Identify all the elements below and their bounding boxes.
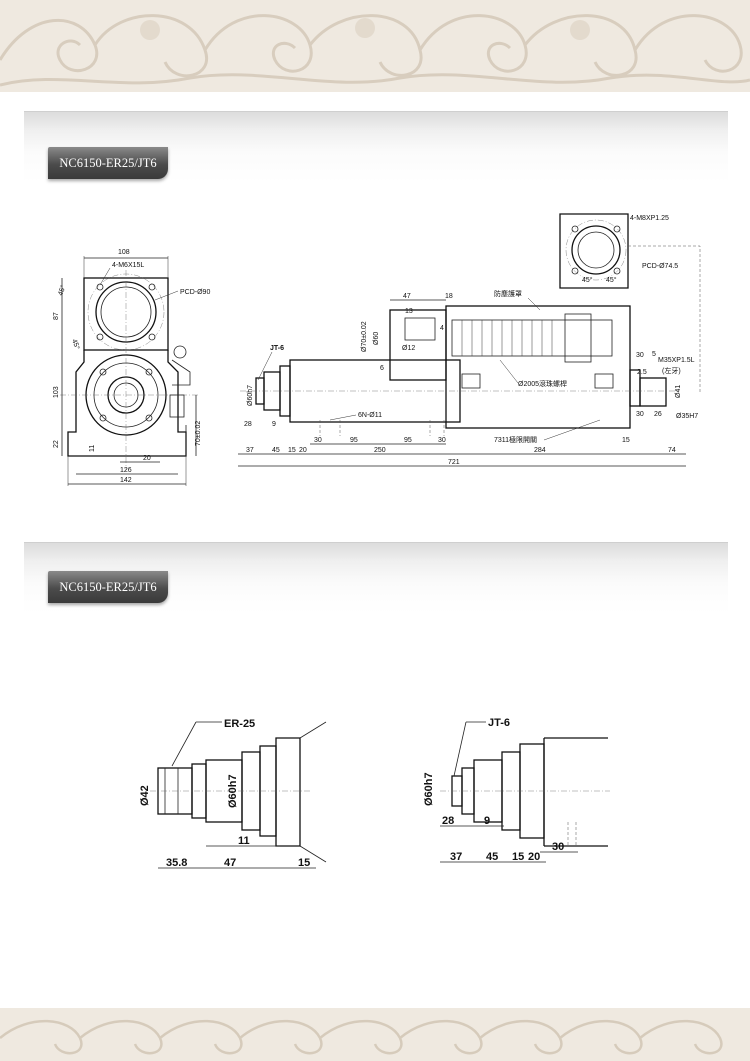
label-jt6: JT-6 xyxy=(270,345,284,352)
dim-47: 47 xyxy=(403,293,411,300)
dim-60: Ø60 xyxy=(373,332,380,345)
dim-28-side: 28 xyxy=(244,421,252,428)
er25-view: ER-25 Ø42 Ø60h7 11 35.8 47 15 xyxy=(139,718,327,869)
label-6n-11: 6N-Ø11 xyxy=(358,412,382,419)
dim-row2-250: 250 xyxy=(374,447,386,454)
er25-dim-11: 11 xyxy=(238,835,250,847)
dim-45-a: 45° xyxy=(582,276,593,284)
dim-4: 4 xyxy=(440,325,444,332)
dim-20: 20 xyxy=(143,455,151,462)
dim-103: 103 xyxy=(53,386,60,398)
dim-pcd-90: PCD-Ø90 xyxy=(180,289,210,296)
dim-9-side: 9 xyxy=(272,421,276,428)
dim-108: 108 xyxy=(118,249,130,256)
section-tab-1: NC6150-ER25/JT6 xyxy=(48,147,168,179)
label-left-thread: (左牙) xyxy=(662,366,681,375)
dim-142: 142 xyxy=(120,477,132,484)
jt6-view: JT-6 Ø60h7 28 9 30 37 45 15 20 xyxy=(423,717,610,863)
ornament-pattern-bottom xyxy=(0,1019,723,1055)
dim-row1-30: 30 xyxy=(314,437,322,444)
dim-70: 70±0.02 xyxy=(195,421,202,446)
jt6-dim-15: 15 xyxy=(512,851,524,863)
dim-2-5: 2.5 xyxy=(637,369,647,376)
dim-4-m6x15l: 4-M6X15L xyxy=(112,262,144,269)
dim-overall-721: 721 xyxy=(448,459,460,466)
dim-30-b: 30 xyxy=(636,411,644,418)
er25-title: ER-25 xyxy=(224,718,255,730)
dim-row2-45: 45 xyxy=(272,447,280,454)
label-ball-screw: Ø2005滾珠螺桿 xyxy=(518,379,567,388)
er25-dim-47: 47 xyxy=(224,857,236,869)
dim-5: 5 xyxy=(652,351,656,358)
jt6-dim-9: 9 xyxy=(484,815,490,827)
dim-12: Ø12 xyxy=(402,345,415,352)
ornament-pattern-top xyxy=(0,14,750,87)
section-tab-2: NC6150-ER25/JT6 xyxy=(48,571,168,603)
dim-6: 6 xyxy=(380,365,384,372)
dim-row1-15: 15 xyxy=(622,437,630,444)
dim-row2-15: 15 xyxy=(288,447,296,454)
jt6-dim-37: 37 xyxy=(450,851,462,863)
dim-45-bottom: 45° xyxy=(70,338,81,351)
label-limit-switch: 7311極限開關 xyxy=(494,435,537,444)
dim-87: 87 xyxy=(53,312,60,320)
jt6-dim-28: 28 xyxy=(442,815,454,827)
dim-70-side: Ø70±0.02 xyxy=(361,321,368,352)
er25-dim-60h7: Ø60h7 xyxy=(227,774,239,808)
dim-row2-37: 37 xyxy=(246,447,254,454)
dim-41: Ø41 xyxy=(675,385,682,398)
dim-45-b: 45° xyxy=(606,276,617,284)
dim-4-m8: 4-M8XP1.25 xyxy=(630,215,669,222)
dim-row1-30b: 30 xyxy=(438,437,446,444)
top-ornament-banner xyxy=(0,0,750,92)
jt6-dim-60h7: Ø60h7 xyxy=(423,772,435,806)
section-panel-2: NC6150-ER25/JT6 xyxy=(24,542,728,983)
dim-row2-284: 284 xyxy=(534,447,546,454)
dim-13: 13 xyxy=(405,308,413,315)
dim-row2-74: 74 xyxy=(668,447,676,454)
dim-30-right: 30 xyxy=(636,352,644,359)
er25-dim-42: Ø42 xyxy=(139,785,151,806)
jt6-dim-20: 20 xyxy=(528,851,540,863)
dim-row1-95a: 95 xyxy=(350,437,358,444)
dim-60h7-side: Ø60h7 xyxy=(247,385,254,406)
dim-row2-20: 20 xyxy=(299,447,307,454)
dim-22: 22 xyxy=(53,440,60,448)
er25-dim-15: 15 xyxy=(298,857,310,869)
dim-35h7: Ø35H7 xyxy=(676,413,698,420)
jt6-dim-30: 30 xyxy=(552,841,564,853)
side-view: JT-6 防塵護罩 Ø2005滾珠螺桿 7311極限開關 6N-Ø11 M35X… xyxy=(238,289,698,467)
dim-pcd-74: PCD-Ø74.5 xyxy=(642,263,678,270)
label-dust-cover: 防塵護罩 xyxy=(494,289,522,298)
bottom-ornament-banner xyxy=(0,1008,750,1061)
dim-11: 11 xyxy=(89,445,96,452)
dim-row1-95b: 95 xyxy=(404,437,412,444)
er25-dim-35-8: 35.8 xyxy=(166,857,187,869)
front-view: 108 4-M6X15L PCD-Ø90 45° 45° 87 103 22 7… xyxy=(53,249,210,486)
dim-18: 18 xyxy=(445,293,453,300)
dim-26: 26 xyxy=(654,411,662,418)
jt6-title: JT-6 xyxy=(488,717,510,729)
label-m35: M35XP1.5L xyxy=(658,357,695,364)
dim-126: 126 xyxy=(120,467,132,474)
jt6-dim-45: 45 xyxy=(486,851,498,863)
detail-view: 4-M8XP1.25 PCD-Ø74.5 45° 45° xyxy=(559,213,701,392)
